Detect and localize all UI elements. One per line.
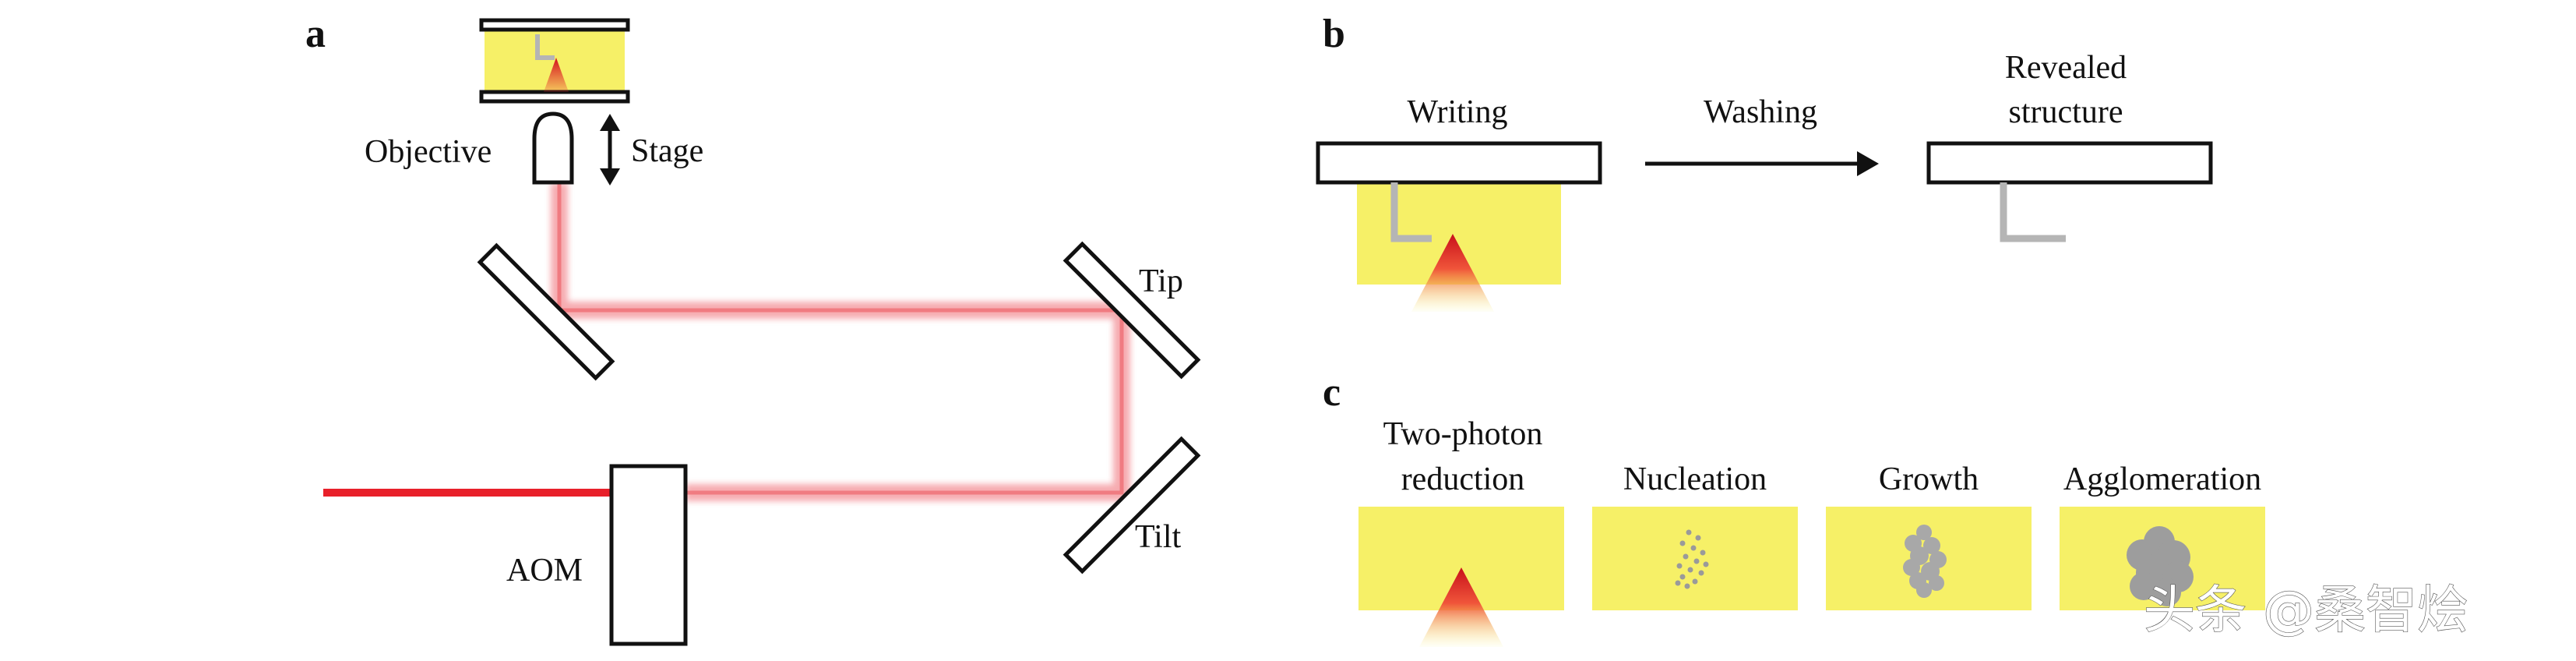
tilt-label: Tilt bbox=[1135, 519, 1182, 555]
aom-box bbox=[609, 464, 688, 646]
panel-c: c Two-photon reduction Nucleation Growth bbox=[1323, 370, 2265, 647]
panel-b-letter: b bbox=[1323, 12, 1345, 56]
washing-label: Washing bbox=[1704, 94, 1817, 130]
bottom-coverslip bbox=[479, 90, 630, 104]
revealed-substrate bbox=[1926, 141, 2213, 185]
reduction-cone bbox=[1419, 567, 1503, 647]
growth-clusters bbox=[1903, 525, 1947, 598]
focus-cone bbox=[544, 58, 569, 92]
sample-holder bbox=[479, 18, 630, 104]
objective-label: Objective bbox=[365, 134, 492, 170]
panel-c-letter: c bbox=[1323, 370, 1341, 415]
writing-substrate bbox=[1316, 141, 1602, 185]
stage-arrow bbox=[600, 114, 620, 186]
revealed-structure bbox=[2000, 182, 2066, 242]
mirror-left bbox=[477, 242, 615, 381]
aom-label: AOM bbox=[506, 553, 583, 589]
nucleation-box bbox=[1592, 507, 1798, 610]
top-coverslip bbox=[479, 18, 630, 32]
panel-a-letter: a bbox=[305, 12, 326, 56]
agglomerate bbox=[2127, 526, 2194, 606]
tip-label: Tip bbox=[1139, 263, 1183, 299]
tilt-mirror bbox=[1062, 436, 1201, 574]
nucleation-label: Nucleation bbox=[1623, 461, 1767, 497]
tip-mirror bbox=[1062, 241, 1201, 380]
reduction-label-line1: Two-photon bbox=[1383, 416, 1543, 452]
revealed-label-line1: Revealed bbox=[2005, 50, 2127, 86]
revealed-label-line2: structure bbox=[2009, 94, 2123, 130]
growth-label: Growth bbox=[1879, 461, 1979, 497]
writing-label: Writing bbox=[1408, 94, 1508, 130]
writing-cone bbox=[1411, 234, 1494, 312]
written-structure bbox=[535, 34, 555, 60]
stage-label: Stage bbox=[631, 133, 703, 169]
panel-a: a AOM Tip Tilt Objective bbox=[305, 12, 1201, 646]
nucleation-particles bbox=[1675, 529, 1709, 589]
agglomeration-label: Agglomeration bbox=[2063, 461, 2261, 497]
beam-path bbox=[323, 183, 1130, 501]
reduction-label-line2: reduction bbox=[1401, 461, 1525, 497]
panel-b: b Writing Washing Revealed structure bbox=[1316, 12, 2213, 312]
writing-structure bbox=[1390, 182, 1432, 242]
washing-arrow-head bbox=[1857, 151, 1879, 176]
objective-lens bbox=[532, 111, 574, 185]
watermark-text: 头条 @桑智烩 bbox=[2144, 580, 2469, 640]
